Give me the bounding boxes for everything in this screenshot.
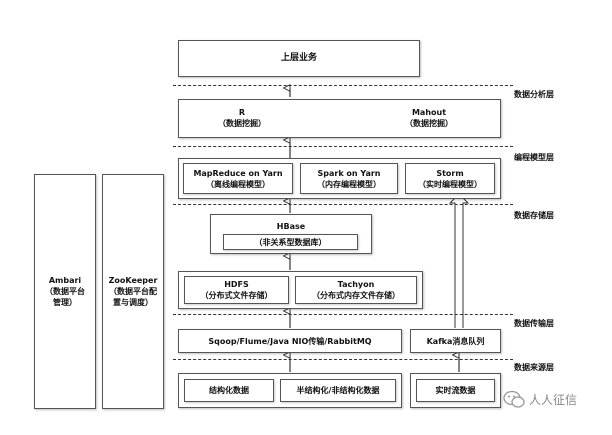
hdfs-name: HDFS — [224, 280, 249, 289]
watermark: 人人征信 — [503, 384, 608, 414]
r-component: R （数据挖掘） — [197, 104, 287, 132]
ambari-box: Ambari （数据平台 管理） — [34, 174, 96, 409]
layer-label-transport: 数据传输层 — [514, 319, 554, 328]
mapreduce-box: MapReduce on Yarn （离线编程模型） — [183, 163, 293, 194]
r-desc: （数据挖掘） — [218, 119, 266, 128]
watermark-text: 人人征信 — [529, 392, 578, 407]
layer-label-source: 数据来源层 — [514, 363, 554, 372]
semi-structured-data-label: 半结构化/非结构化数据 — [296, 386, 380, 395]
mapreduce-name: MapReduce on Yarn — [193, 168, 283, 178]
ambari-desc-line1: （数据平台 — [45, 287, 85, 296]
hdfs-desc: （分布式文件存储） — [200, 291, 273, 300]
zookeeper-box: ZooKeeper （数据平台配 置与调度） — [102, 174, 164, 409]
tachyon-desc: （分布式内存文件存储） — [312, 291, 400, 300]
kafka-label: Kafka消息队列 — [426, 336, 485, 346]
top-business-box: 上层业务 — [178, 40, 420, 77]
mahout-name: Mahout — [411, 108, 447, 117]
structured-data-box: 结构化数据 — [184, 379, 274, 402]
storm-desc: （实时编程模型） — [418, 179, 482, 189]
structured-data-label: 结构化数据 — [209, 386, 249, 395]
layer-label-programming: 编程模型层 — [514, 153, 554, 162]
mahout-desc: （数据挖掘） — [405, 119, 453, 128]
sqoop-box: Sqoop/Flume/Java NIO传输/RabbitMQ — [178, 329, 402, 353]
realtime-data-box: 实时流数据 — [416, 379, 495, 402]
realtime-data-label: 实时流数据 — [435, 386, 476, 395]
semi-structured-data-box: 半结构化/非结构化数据 — [280, 379, 396, 402]
hbase-desc-box: （非关系型数据库） — [223, 234, 358, 250]
storm-name: Storm — [436, 168, 464, 178]
wechat-icon — [503, 390, 525, 408]
hbase-outer-box: HBase （非关系型数据库） — [210, 214, 372, 254]
spark-box: Spark on Yarn （内存编程模型） — [300, 163, 398, 194]
source-realtime-box: 实时流数据 — [410, 373, 501, 408]
hdfs-box: HDFS （分布式文件存储） — [184, 276, 289, 304]
spark-desc: （内存编程模型） — [317, 179, 381, 189]
spark-name: Spark on Yarn — [317, 168, 381, 178]
separator-source — [173, 359, 513, 360]
mahout-component: Mahout （数据挖掘） — [384, 104, 474, 132]
mapreduce-desc: （离线编程模型） — [206, 179, 270, 189]
r-name: R — [238, 108, 246, 117]
sqoop-label: Sqoop/Flume/Java NIO传输/RabbitMQ — [208, 336, 372, 346]
storm-box: Storm （实时编程模型） — [405, 163, 495, 194]
separator-storage — [173, 204, 513, 205]
tachyon-name: Tachyon — [337, 280, 375, 289]
zookeeper-desc-line1: （数据平台配 — [109, 287, 157, 296]
top-business-label: 上层业务 — [280, 53, 317, 63]
kafka-box: Kafka消息队列 — [410, 329, 501, 353]
hbase-desc: （非关系型数据库） — [254, 237, 327, 247]
separator-programming — [173, 146, 513, 147]
separator-transport — [173, 314, 513, 315]
layer-label-analysis: 数据分析层 — [514, 90, 554, 99]
ambari-name: Ambari — [48, 276, 82, 285]
zookeeper-desc-line2: 置与调度） — [113, 298, 153, 307]
analysis-layer-box: R （数据挖掘） Mahout （数据挖掘） — [178, 99, 501, 138]
source-batch-box: 结构化数据 半结构化/非结构化数据 — [178, 373, 402, 408]
zookeeper-name: ZooKeeper — [108, 276, 158, 285]
file-storage-box: HDFS （分布式文件存储） Tachyon （分布式内存文件存储） — [178, 271, 423, 309]
tachyon-box: Tachyon （分布式内存文件存储） — [295, 276, 417, 304]
separator-analysis — [173, 85, 513, 86]
programming-layer-box: MapReduce on Yarn （离线编程模型） Spark on Yarn… — [178, 158, 501, 199]
layer-label-storage: 数据存储层 — [514, 211, 554, 220]
ambari-desc-line2: 管理） — [53, 298, 77, 307]
hbase-name: HBase — [276, 222, 306, 231]
